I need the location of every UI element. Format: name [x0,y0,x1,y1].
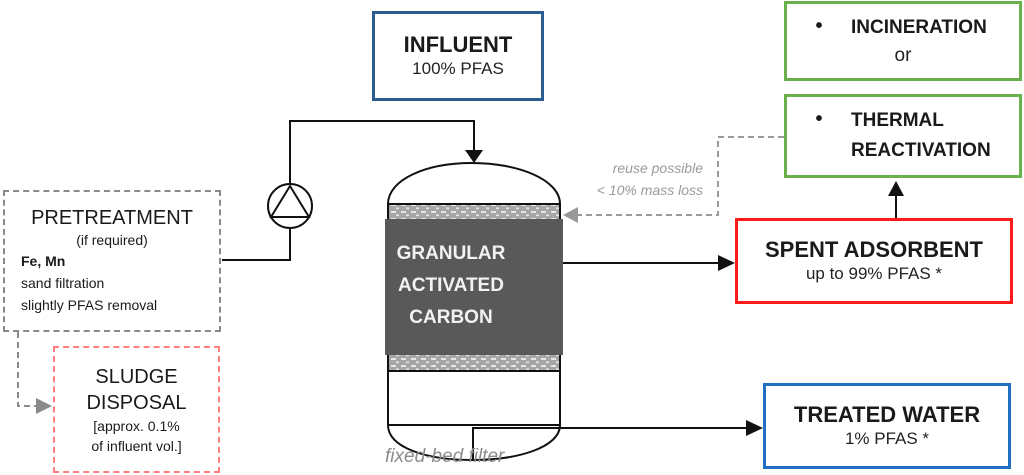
treated-subtitle: 1% PFAS * [844,429,930,448]
pretreatment-condition: (if required) [76,232,148,248]
pretreatment-box: PRETREATMENT (if required) Fe, Mn sand f… [3,190,221,332]
fixed-bed-filter-caption: fixed-bed filter [385,446,505,467]
sludge-note-line1: [approx. 0.1% [93,417,180,434]
sludge-note-line2: of influent vol.] [91,437,182,454]
influent-subtitle: 100% PFAS [412,59,504,78]
treated-title: TREATED WATER [793,402,981,427]
reuse-arrow-icon [563,207,578,223]
spent-title: SPENT ADSORBENT [765,237,983,262]
pretreatment-effect: slightly PFAS removal [21,297,158,313]
gravel-layer-bottom [389,355,559,371]
spent-arrow-icon [718,255,735,271]
reuse-note-line1: reuse possible [612,160,703,176]
gac-bed [385,219,563,355]
treated-arrow-icon [746,420,763,436]
incineration-label: INCINERATION [851,17,987,38]
incineration-box: • INCINERATION or [784,1,1022,81]
influent-box: INFLUENT 100% PFAS [372,11,544,101]
influent-pipe [289,120,475,190]
pretreatment-method: sand filtration [21,275,105,291]
spent-adsorbent-box: SPENT ADSORBENT up to 99% PFAS * [735,218,1013,304]
treated-water-box: TREATED WATER 1% PFAS * [763,383,1011,469]
sludge-arrow-icon [36,398,52,414]
thermal-label-line1: THERMAL [851,110,944,131]
pump-icon [267,183,313,229]
gravel-layer-top [389,204,559,220]
treated-water-flow [472,427,746,460]
thermal-reactivation-box: • THERMAL REACTIVATION [784,94,1022,178]
or-connector: or [894,45,912,66]
reuse-note: reuse possible < 10% mass loss [565,157,703,201]
sludge-flow-line [17,332,38,407]
thermal-label-line2: REACTIVATION [851,140,991,161]
gac-label: GRANULAR ACTIVATED CARBON [386,219,516,353]
pump-outlet-pipe [222,228,291,261]
reuse-return-line [578,136,784,216]
sludge-title-line1: SLUDGE [95,365,178,388]
sludge-title-line2: DISPOSAL [86,391,187,414]
pretreatment-title: PRETREATMENT [31,207,193,229]
bullet-icon: • [815,108,823,130]
pretreatment-metals: Fe, Mn [21,253,66,269]
influent-arrow-icon [465,150,483,163]
reuse-note-line2: < 10% mass loss [596,182,703,198]
sludge-disposal-box: SLUDGE DISPOSAL [approx. 0.1% of influen… [53,346,220,473]
thermal-arrow-icon [888,181,904,196]
gac-line3: CARBON [409,307,493,328]
influent-title: INFLUENT [403,32,513,57]
bullet-icon: • [815,15,823,37]
gac-line1: GRANULAR [396,243,506,264]
spent-subtitle: up to 99% PFAS * [805,264,943,283]
gac-line2: ACTIVATED [398,275,504,296]
